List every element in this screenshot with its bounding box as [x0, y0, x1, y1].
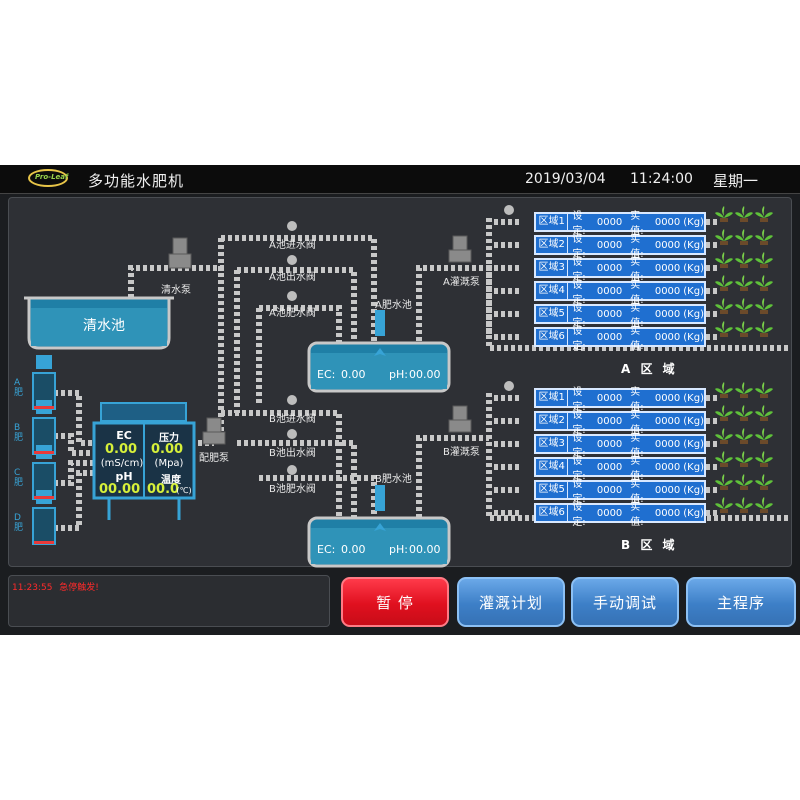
current-time: 11:24:00: [630, 171, 693, 187]
clear-water-pump-label: 清水泵: [161, 285, 191, 296]
b-irrigation-pump-label: B灌溉泵: [443, 447, 480, 458]
process-panel: 清水泵 清水池 A池进水阀 A池出水阀 A池肥水阀 A肥水池 A灌溉泵 B池进水…: [8, 197, 792, 568]
controller-cabinet: [92, 402, 196, 520]
b-ec-label: EC:: [317, 543, 336, 556]
alarm-log: 11:23:55 急停触发!: [8, 575, 330, 627]
b-irrigation-pump: [448, 405, 472, 433]
temp-label: 温度: [161, 475, 181, 486]
a-outlet-valve-label: A池出水阀: [269, 272, 316, 283]
a-fertilizer-pool: [307, 310, 451, 393]
a-fert-valve-label: A池肥水阀: [269, 308, 316, 319]
hmi-screen: Pro-Leaf 多功能水肥机 2019/03/04 11:24:00 星期一: [0, 165, 800, 635]
irrigation-plan-button[interactable]: 灌溉计划: [457, 577, 565, 627]
current-weekday: 星期一: [713, 172, 759, 190]
main-program-button[interactable]: 主程序: [686, 577, 796, 627]
b-fert-valve-label: B池肥水阀: [269, 484, 316, 495]
a-inlet-valve-label: A池进水阀: [269, 240, 316, 251]
fertilizer-pump-label: 配肥泵: [199, 453, 229, 464]
alarm-entry: 11:23:55 急停触发!: [12, 580, 99, 593]
alarm-time: 11:23:55: [12, 583, 53, 593]
a-ph-label: pH:: [389, 368, 408, 381]
pressure-label: 压力: [159, 433, 179, 444]
pressure-unit: (Mpa): [154, 458, 184, 469]
process-diagram: [24, 205, 789, 568]
a-area-label: A 区 域: [621, 362, 678, 376]
ec-value: 0.00: [105, 442, 138, 457]
a-irrigation-pump-label: A灌溉泵: [443, 277, 480, 288]
b-fert-pool-label: B肥水池: [375, 474, 412, 485]
pressure-value: 0.00: [151, 442, 184, 457]
fertilizer-pump: [202, 417, 226, 445]
b-ec-value: 0.00: [341, 543, 366, 556]
clear-water-pool-label: 清水池: [83, 318, 125, 334]
b-ph-value: 00.00: [409, 543, 441, 556]
a-zone-plants: [715, 206, 773, 337]
b-area-label: B 区 域: [621, 538, 678, 552]
a-ec-label: EC:: [317, 368, 336, 381]
manual-debug-button[interactable]: 手动调试: [571, 577, 679, 627]
current-date: 2019/03/04: [525, 171, 606, 187]
app-title: 多功能水肥机: [88, 172, 185, 190]
b-outlet-valve-label: B池出水阀: [269, 448, 316, 459]
pause-button[interactable]: 暂 停: [341, 577, 449, 627]
title-bar: Pro-Leaf 多功能水肥机 2019/03/04 11:24:00 星期一: [0, 165, 800, 194]
ec-unit: (mS/cm): [100, 458, 144, 469]
valve-dots: [287, 205, 514, 475]
brand-logo: Pro-Leaf: [28, 169, 68, 187]
temp-value: 00.0: [147, 482, 180, 497]
temp-unit: (℃): [176, 486, 192, 495]
a-ph-value: 00.00: [409, 368, 441, 381]
pipes: [54, 218, 789, 531]
fertilizer-tanks: [32, 355, 56, 545]
b-fertilizer-pool: [307, 485, 451, 568]
tank-level-indicators: [34, 406, 54, 544]
a-irrigation-pump: [448, 235, 472, 263]
b-ph-label: pH:: [389, 543, 408, 556]
alarm-message: 急停触发!: [59, 583, 99, 593]
a-fert-pool-label: A肥水池: [375, 300, 412, 311]
ec-label: EC: [116, 429, 132, 442]
a-ec-value: 0.00: [341, 368, 366, 381]
b-zone-plants: [715, 382, 773, 513]
ph-value: 00.00: [99, 482, 141, 497]
ph-label: pH: [115, 470, 133, 483]
clear-water-pump: [168, 237, 192, 269]
clear-water-pool: [24, 296, 174, 350]
b-inlet-valve-label: B池进水阀: [269, 414, 316, 425]
